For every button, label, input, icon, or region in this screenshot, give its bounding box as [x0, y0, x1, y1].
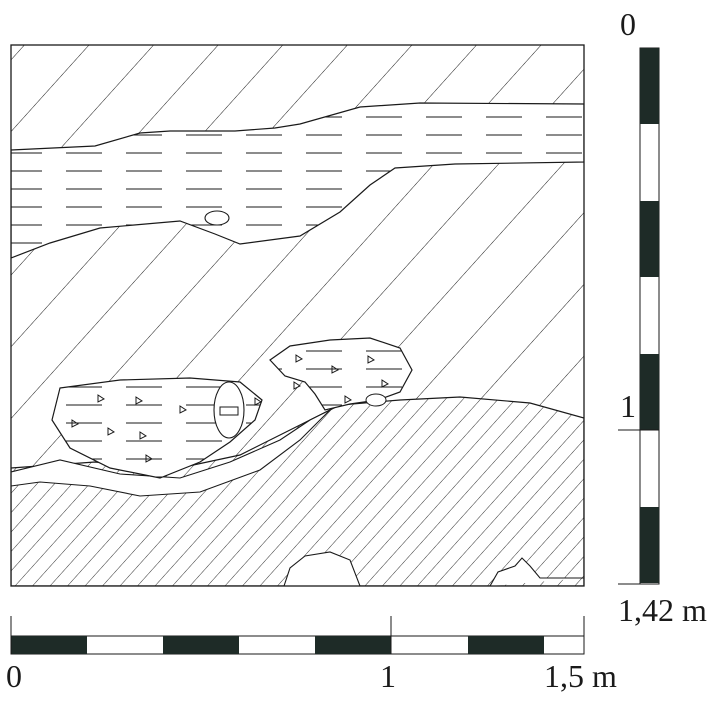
- vertical-scale-mid-label: 1: [620, 388, 636, 424]
- pebble-right: [365, 393, 387, 407]
- section-frame: [10, 44, 585, 587]
- sample-marker: [219, 406, 239, 416]
- horizontal-scale-mid-label: 1: [380, 658, 396, 694]
- horizontal-scale-right-label: 1,5 m: [544, 658, 617, 694]
- vertical-scale-bar: [618, 47, 660, 585]
- section-panel: [11, 45, 584, 586]
- small-pebble: [204, 210, 230, 226]
- horizontal-scale-left-label: 0: [6, 658, 22, 694]
- gravel-symbols: [71, 354, 389, 463]
- horizontal-scale-bar: [10, 616, 585, 655]
- bottom-right-outline: [489, 557, 584, 586]
- bottom-boulder: [283, 551, 361, 586]
- vertical-scale-bottom-label: 1,42 m: [618, 592, 707, 628]
- vertical-scale-top-label: 0: [620, 6, 636, 42]
